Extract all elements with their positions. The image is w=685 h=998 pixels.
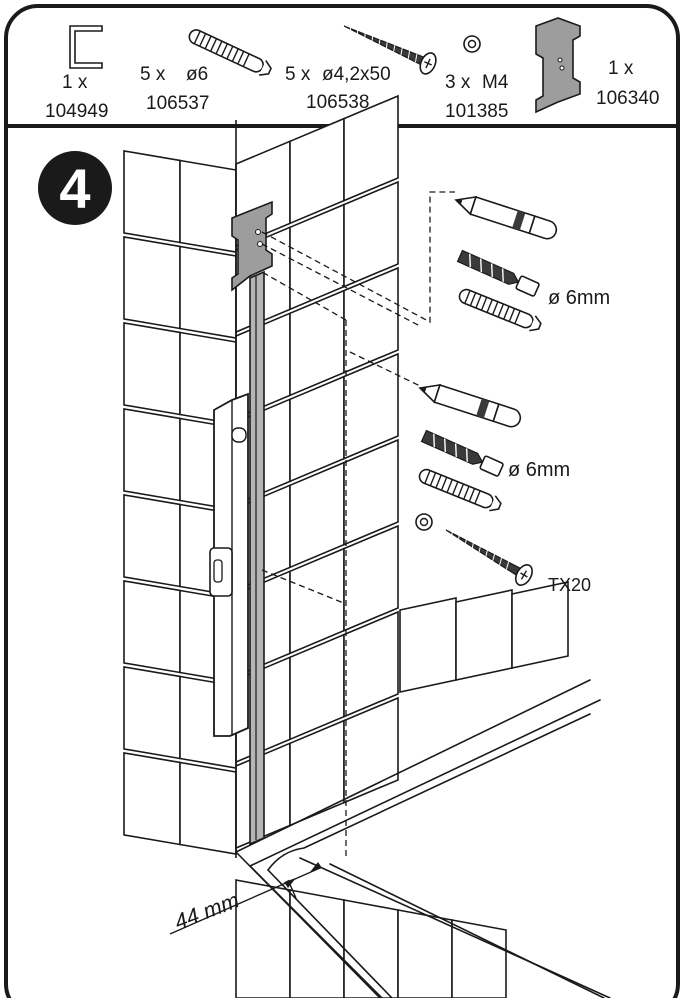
- left-wall-tile: [123, 408, 181, 502]
- distance-label: 44 mm: [171, 887, 243, 934]
- floor-tile: [451, 919, 507, 998]
- part-wall-plug: 5 x ø6 106537: [140, 29, 272, 114]
- right-wall-tile: [343, 352, 399, 460]
- angle-profile-icon: [69, 25, 103, 69]
- left-wall-tile: [123, 666, 181, 760]
- pencil-icon: [418, 383, 522, 428]
- left-wall-tile: [179, 245, 237, 339]
- part-2-code: 106537: [146, 93, 209, 114]
- wall-plug-icon: [418, 468, 502, 512]
- screw-icon: [445, 529, 533, 586]
- pencil-icon: [454, 195, 558, 240]
- screwdriver-label: TX20: [548, 575, 591, 595]
- part-2-spec: ø6: [186, 64, 208, 85]
- right-wall-tile: [343, 180, 399, 288]
- left-wall-tile: [179, 159, 237, 253]
- part-4-code: 101385: [445, 101, 508, 122]
- right-wall-tile: [343, 266, 399, 374]
- right-wall-tile: [343, 610, 399, 718]
- part-1-qty: 1 x: [62, 72, 88, 93]
- drill-bit-icon: [420, 429, 504, 477]
- part-5-code: 106340: [596, 88, 659, 109]
- plate-hole: [557, 57, 563, 63]
- plate-hole: [559, 65, 565, 71]
- step-number: 4: [59, 157, 90, 220]
- part-4-qty: 3 x: [445, 72, 471, 93]
- spirit-level: [209, 392, 249, 737]
- floor-tile: [235, 879, 291, 998]
- part-5-qty: 1 x: [608, 58, 634, 79]
- upper-drill-label: ø 6mm: [548, 287, 610, 309]
- shower-tray: [235, 679, 611, 998]
- plate-hole-upper: [255, 229, 261, 235]
- left-wall-tile: [179, 761, 237, 855]
- floor-tile: [289, 889, 345, 998]
- right-wall-tile: [343, 438, 399, 546]
- step-badge: 4: [38, 151, 112, 225]
- floor-tile: [511, 581, 569, 669]
- screw-icon: [343, 25, 437, 75]
- right-wall-tile: [343, 524, 399, 632]
- part-3-spec: ø4,2x50: [322, 64, 391, 85]
- mounting-plate-icon: [535, 17, 581, 114]
- part-screw: 5 x ø4,2x50 106538: [285, 25, 437, 113]
- upper-drilling-group: ø 6mm: [454, 195, 610, 332]
- wall-mounting-plate: [231, 200, 273, 292]
- right-wall-tile: [343, 696, 399, 804]
- lower-drill-label: ø 6mm: [508, 459, 570, 481]
- parts-list: 1 x 104949 5 x ø6 106537 5 x ø4,2x50: [45, 17, 659, 122]
- part-2-qty: 5 x: [140, 64, 166, 85]
- lower-drilling-group: ø 6mm TX20: [415, 383, 591, 595]
- part-3-qty: 5 x: [285, 64, 311, 85]
- washer-icon: [463, 35, 481, 53]
- part-3-code: 106538: [306, 92, 369, 113]
- left-wall-tile: [123, 580, 181, 674]
- floor-tile: [455, 589, 513, 681]
- right-wall-tile: [343, 94, 399, 202]
- wall-profile-rail: [249, 270, 265, 846]
- left-wall-tile: [123, 322, 181, 416]
- step-4-illustration: 4 44 mm: [38, 94, 611, 998]
- part-washer: 3 x M4 101385: [445, 35, 509, 122]
- wall-plug-icon: [188, 29, 272, 76]
- floor-tile: [343, 899, 399, 998]
- washer-icon: [415, 513, 433, 531]
- floor-tiles: [235, 581, 569, 998]
- floor-tile: [399, 597, 457, 693]
- left-wall-tile: [123, 150, 181, 244]
- part-4-spec: M4: [482, 72, 509, 93]
- left-wall-tiles: [123, 150, 237, 855]
- left-wall-tile: [123, 494, 181, 588]
- page-frame: [4, 4, 680, 998]
- drill-bit-icon: [456, 249, 540, 297]
- part-angle-profile: 1 x 104949: [45, 25, 108, 122]
- left-wall-tile: [123, 752, 181, 846]
- dashed-projection-lines: [261, 191, 455, 860]
- part-1-code: 104949: [45, 101, 108, 122]
- wall-plug-icon: [458, 288, 542, 332]
- part-mounting-plate: 1 x 106340: [535, 17, 659, 114]
- floor-tile: [397, 909, 453, 998]
- plate-hole-lower: [257, 241, 263, 247]
- left-wall-tile: [123, 236, 181, 330]
